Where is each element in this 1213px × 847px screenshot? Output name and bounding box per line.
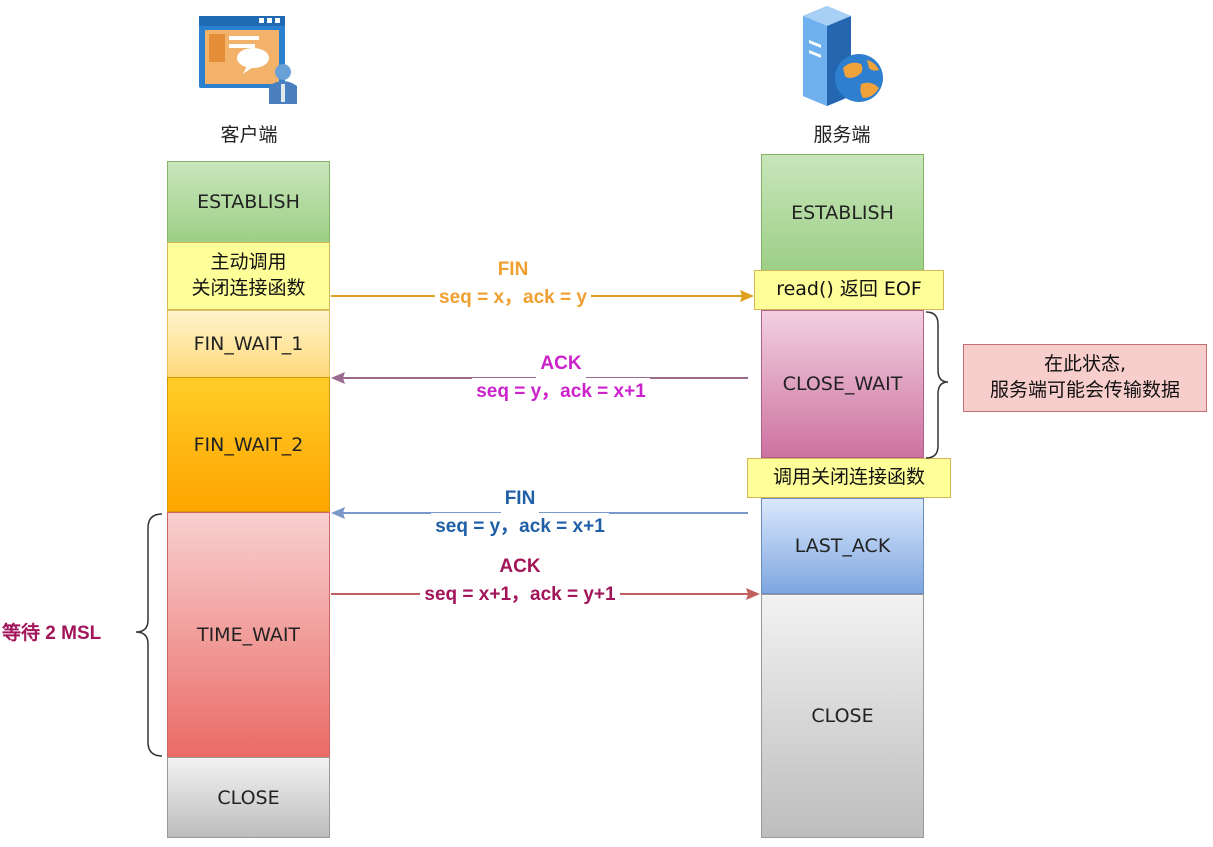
ack-arrowhead	[331, 372, 345, 384]
ack2-message-label: ACK seq = x+1，ack = y+1	[395, 553, 645, 609]
ack2-params: seq = x+1，ack = y+1	[420, 581, 620, 609]
server-label: 服务端	[813, 124, 871, 146]
server-close-state: CLOSE	[761, 594, 924, 838]
client-fin-wait-2-state: FIN_WAIT_2	[167, 377, 330, 512]
server-read-eof-note: read() 返回 EOF	[754, 270, 944, 310]
close-wait-note-line2: 服务端可能会传输数据	[989, 379, 1180, 401]
close-wait-brace	[925, 311, 949, 459]
client-fin-wait-1-state: FIN_WAIT_1	[167, 310, 330, 378]
fin2-params: seq = y，ack = x+1	[431, 513, 609, 541]
server-last-ack-state: LAST_ACK	[761, 498, 924, 594]
client-active-close-note: 主动调用 关闭连接函数	[167, 242, 330, 310]
wait-2msl-label: 等待 2 MSL	[2, 623, 102, 644]
client-establish-state: ESTABLISH	[167, 161, 330, 243]
client-time-wait-state: TIME_WAIT	[167, 512, 330, 758]
server-establish-state: ESTABLISH	[761, 154, 924, 272]
server-globe-icon	[799, 2, 885, 106]
fin-message-label: FIN seq = x，ack = y	[413, 256, 613, 312]
ack2-flag: ACK	[495, 553, 545, 581]
fin-arrowhead	[740, 290, 754, 302]
client-note-line2: 关闭连接函数	[191, 277, 306, 299]
close-wait-note-line1: 在此状态,	[1043, 353, 1127, 376]
ack-message-label: ACK seq = y，ack = x+1	[446, 350, 676, 406]
time-wait-brace	[135, 513, 163, 757]
fin-flag: FIN	[493, 256, 533, 284]
ack-flag: ACK	[536, 350, 586, 378]
client-note-line1: 主动调用	[210, 251, 287, 274]
client-close-state: CLOSE	[167, 757, 330, 838]
close-wait-data-note: 在此状态, 服务端可能会传输数据	[963, 344, 1207, 412]
client-label: 客户端	[220, 124, 278, 146]
server-call-close-note: 调用关闭连接函数	[747, 458, 951, 498]
fin2-arrowhead	[331, 507, 345, 519]
ack-params: seq = y，ack = x+1	[472, 378, 650, 406]
server-close-wait-state: CLOSE_WAIT	[761, 310, 924, 458]
fin2-flag: FIN	[500, 485, 540, 513]
fin-params: seq = x，ack = y	[435, 284, 591, 312]
fin2-message-label: FIN seq = y，ack = x+1	[405, 485, 635, 541]
browser-window-user-icon	[197, 14, 301, 106]
ack2-arrowhead	[746, 588, 760, 600]
